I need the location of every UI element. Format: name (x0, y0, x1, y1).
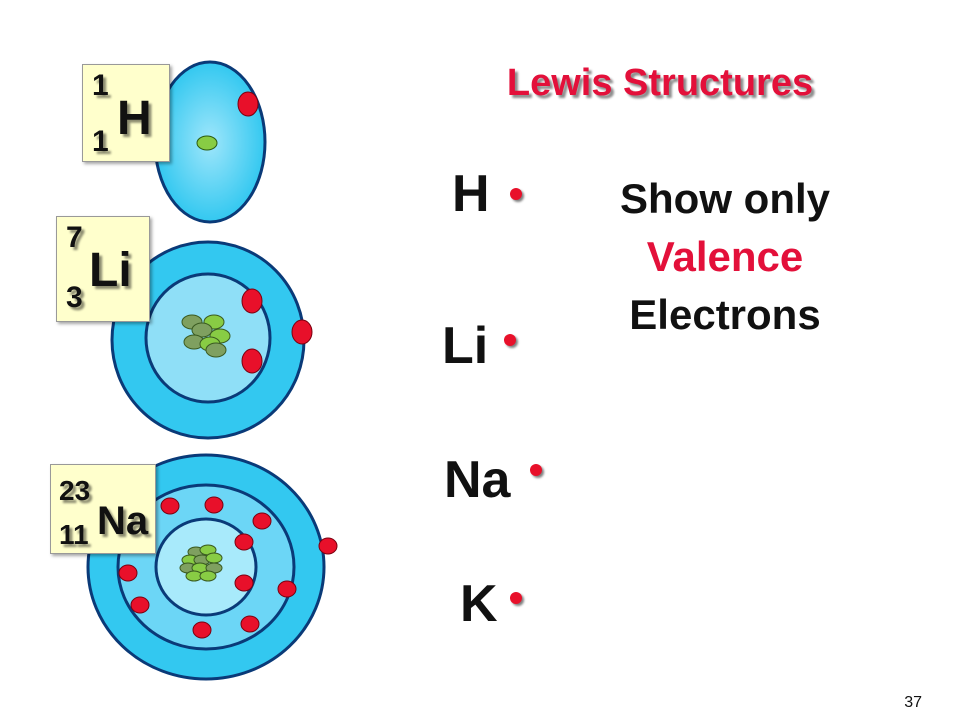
lewis-symbol-k: K (460, 575, 498, 633)
mass-number: 23 (59, 475, 91, 506)
valence-electron-dot (530, 464, 542, 476)
lewis-symbol-li: Li (442, 317, 489, 375)
element-symbol: Na (97, 499, 149, 543)
mass-number: 1 (92, 69, 109, 102)
slide-title: Lewis Structures (506, 62, 814, 104)
atomic-number: 11 (59, 519, 89, 550)
valence-electron-dot (510, 188, 522, 200)
atomic-number: 1 (92, 125, 109, 158)
element-symbol: H (117, 92, 152, 145)
mass-number: 7 (66, 221, 83, 254)
note-line-1: Show only (620, 175, 830, 222)
page-number: 37 (904, 694, 922, 711)
lithium-atom (110, 240, 313, 440)
lewis-symbol-na: Na (444, 451, 511, 509)
valence-electron-dot (504, 334, 516, 346)
hydrogen-atom (153, 60, 267, 224)
valence-electron-dot (510, 592, 522, 604)
note-line-2: Valence (646, 233, 804, 280)
element-box-hydrogen: 1 H 1 (82, 64, 170, 162)
element-box-sodium: 23 Na 11 (50, 464, 156, 554)
element-symbol: Li (89, 244, 132, 297)
note-line-3: Electrons (629, 291, 821, 338)
lewis-symbol-h: H (452, 165, 490, 223)
element-box-lithium: 7 Li 3 (56, 216, 150, 322)
atomic-number: 3 (66, 281, 83, 314)
